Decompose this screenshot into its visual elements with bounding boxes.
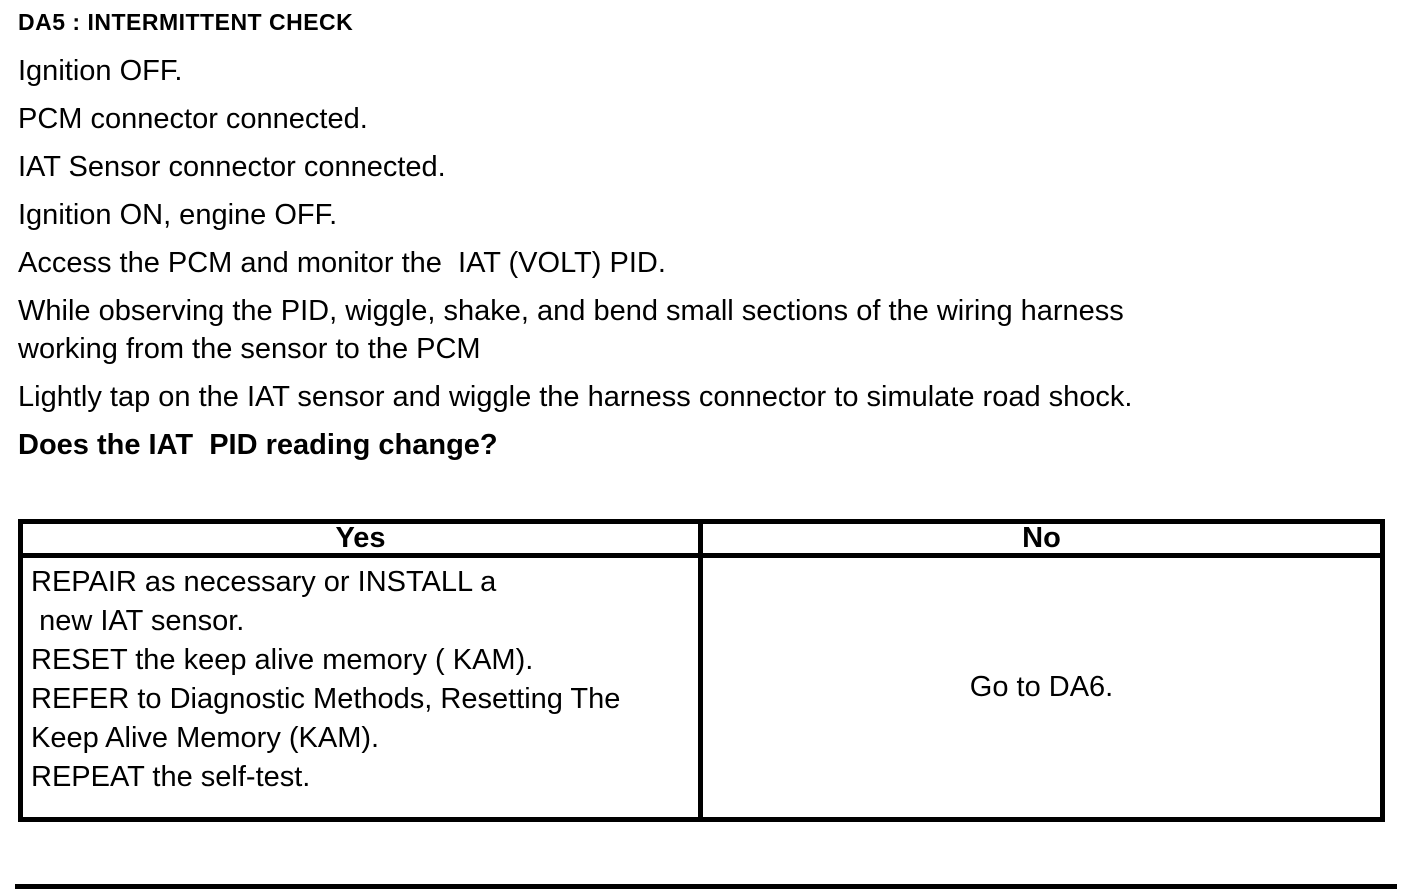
decision-table: Yes No REPAIR as necessary or INSTALL a …: [18, 519, 1385, 822]
decision-table-body-row: REPAIR as necessary or INSTALL a new IAT…: [23, 558, 1380, 817]
step-wiggle-harness: While observing the PID, wiggle, shake, …: [18, 295, 1124, 365]
bottom-horizontal-rule: [15, 884, 1397, 889]
step-ignition-off: Ignition OFF.: [18, 55, 183, 87]
diagnostic-question: Does the IAT PID reading change?: [18, 429, 498, 461]
yes-action-line: new IAT sensor.: [31, 605, 245, 637]
yes-action-line: REFER to Diagnostic Methods, Resetting T…: [31, 683, 621, 715]
decision-table-header-row: Yes No: [23, 522, 1380, 558]
step-iat-connector: IAT Sensor connector connected.: [18, 151, 446, 183]
table-header-no: No: [703, 522, 1380, 558]
page-title: DA5 : INTERMITTENT CHECK: [18, 9, 354, 35]
yes-action-line: REPEAT the self-test.: [31, 761, 311, 793]
document-page: DA5 : INTERMITTENT CHECK Ignition OFF. P…: [0, 10, 1408, 894]
step-tap-sensor: Lightly tap on the IAT sensor and wiggle…: [18, 381, 1133, 413]
no-action-text: Go to DA6.: [969, 671, 1114, 703]
yes-action-line: REPAIR as necessary or INSTALL a: [31, 566, 497, 598]
no-action-cell: Go to DA6.: [703, 558, 1380, 817]
step-access-pcm: Access the PCM and monitor the IAT (VOLT…: [18, 247, 666, 279]
yes-action-line: Keep Alive Memory (KAM).: [31, 722, 380, 754]
step-ignition-on: Ignition ON, engine OFF.: [18, 199, 338, 231]
table-header-yes: Yes: [23, 522, 703, 558]
yes-action-cell: REPAIR as necessary or INSTALL a new IAT…: [23, 558, 703, 817]
yes-action-line: RESET the keep alive memory ( KAM).: [31, 644, 534, 676]
step-pcm-connector: PCM connector connected.: [18, 103, 368, 135]
